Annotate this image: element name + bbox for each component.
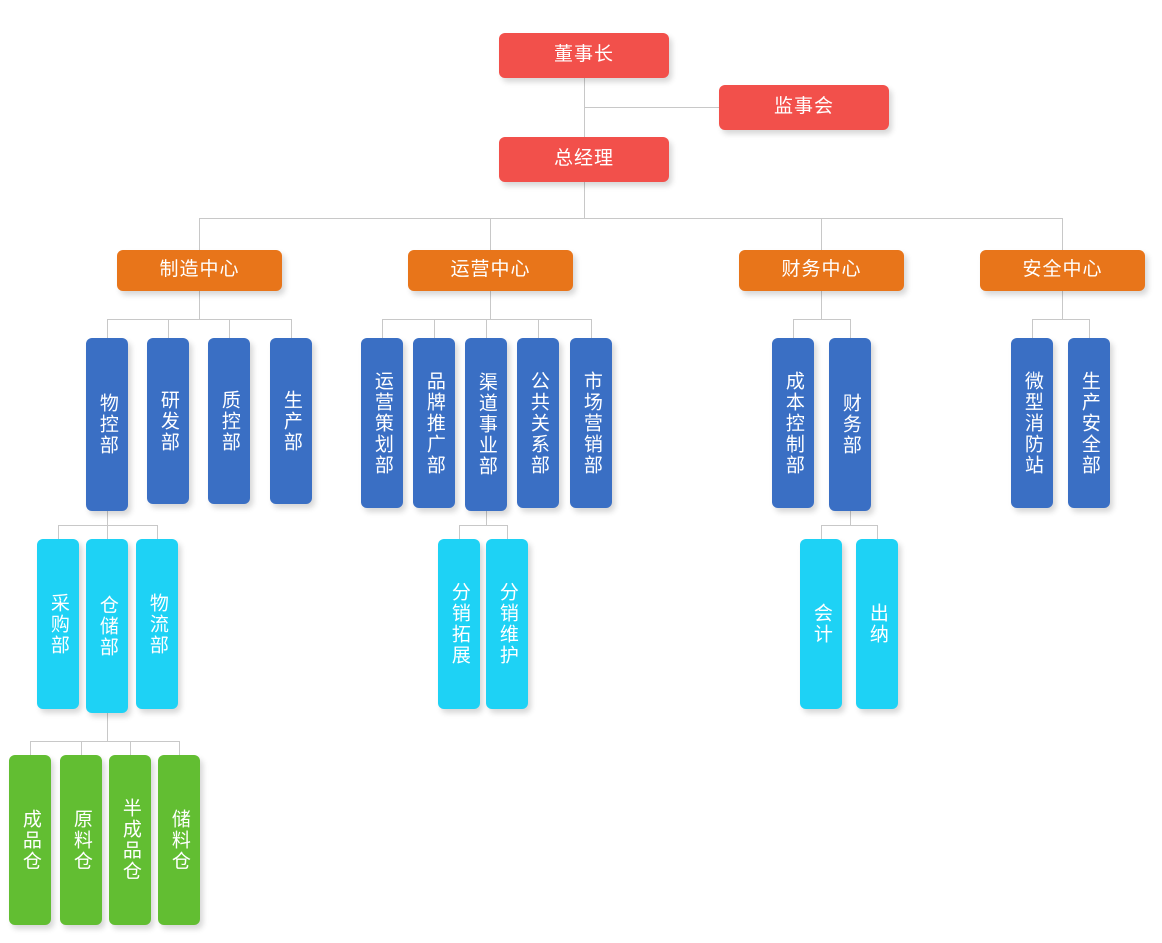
connector-material-control-down xyxy=(107,511,108,525)
node-dept-finance[interactable]: 财务部 xyxy=(829,338,871,511)
connector-ops-dept-5 xyxy=(591,319,592,338)
node-subunit-purchasing[interactable]: 采购部 xyxy=(37,539,79,709)
connector-fin-dept-1 xyxy=(793,319,794,338)
connector-fin-sub-1 xyxy=(821,525,822,539)
node-center-manufacturing[interactable]: 制造中心 xyxy=(117,250,282,291)
connector-chairman-to-gm xyxy=(584,78,585,160)
node-subunit-accounting[interactable]: 会计 xyxy=(800,539,842,709)
connector-finance-dept-down xyxy=(850,511,851,525)
connector-manufacturing-down xyxy=(199,291,200,319)
node-dept-production-safety[interactable]: 生产安全部 xyxy=(1068,338,1110,508)
connector-mc-sub-3 xyxy=(157,525,158,539)
node-subunit-logistics[interactable]: 物流部 xyxy=(136,539,178,709)
connector-manufacturing-bus xyxy=(107,319,292,320)
connector-mfg-dept-1 xyxy=(107,319,108,338)
connector-fin-sub-2 xyxy=(877,525,878,539)
connector-bus-to-center-1 xyxy=(199,218,200,250)
connector-ops-dept-1 xyxy=(382,319,383,338)
connector-warehouse-bus xyxy=(30,741,179,742)
connector-ops-dept-2 xyxy=(434,319,435,338)
node-dept-public-relations[interactable]: 公共关系部 xyxy=(517,338,559,508)
node-dept-quality-control[interactable]: 质控部 xyxy=(208,338,250,504)
node-dept-micro-fire-station[interactable]: 微型消防站 xyxy=(1011,338,1053,508)
node-dept-operations-planning[interactable]: 运营策划部 xyxy=(361,338,403,508)
node-dept-rnd[interactable]: 研发部 xyxy=(147,338,189,504)
connector-wh-4 xyxy=(179,741,180,755)
connector-operations-down xyxy=(490,291,491,319)
connector-safety-dept-1 xyxy=(1032,319,1033,338)
connector-center-bus xyxy=(199,218,1062,219)
connector-ch-sub-1 xyxy=(459,525,460,539)
node-dept-production[interactable]: 生产部 xyxy=(270,338,312,504)
connector-mfg-dept-2 xyxy=(168,319,169,338)
node-dept-material-control[interactable]: 物控部 xyxy=(86,338,128,511)
connector-bus-to-center-3 xyxy=(821,218,822,250)
connector-ch-sub-2 xyxy=(507,525,508,539)
connector-wh-1 xyxy=(30,741,31,755)
node-warehouse-semi-finished[interactable]: 半成品仓 xyxy=(109,755,151,925)
node-center-finance[interactable]: 财务中心 xyxy=(739,250,904,291)
node-subunit-distribution-expansion[interactable]: 分销拓展 xyxy=(438,539,480,709)
node-dept-cost-control[interactable]: 成本控制部 xyxy=(772,338,814,508)
connector-channel-down xyxy=(486,511,487,525)
connector-safety-bus xyxy=(1032,319,1089,320)
node-supervisory-board[interactable]: 监事会 xyxy=(719,85,889,130)
connector-safety-dept-2 xyxy=(1089,319,1090,338)
node-warehouse-storage-material[interactable]: 储料仓 xyxy=(158,755,200,925)
connector-finance-sub-bus xyxy=(821,525,877,526)
node-dept-brand-promotion[interactable]: 品牌推广部 xyxy=(413,338,455,508)
connector-storage-down xyxy=(107,713,108,741)
connector-bus-to-center-4 xyxy=(1062,218,1063,250)
node-center-operations[interactable]: 运营中心 xyxy=(408,250,573,291)
connector-finance-bus xyxy=(793,319,850,320)
connector-bus-to-center-2 xyxy=(490,218,491,250)
node-dept-marketing[interactable]: 市场营销部 xyxy=(570,338,612,508)
connector-channel-bus xyxy=(459,525,507,526)
connector-mfg-dept-4 xyxy=(291,319,292,338)
node-general-manager[interactable]: 总经理 xyxy=(499,137,669,182)
node-dept-channel-business[interactable]: 渠道事业部 xyxy=(465,338,507,511)
node-subunit-distribution-maintenance[interactable]: 分销维护 xyxy=(486,539,528,709)
connector-finance-down xyxy=(821,291,822,319)
node-chairman[interactable]: 董事长 xyxy=(499,33,669,78)
connector-wh-2 xyxy=(81,741,82,755)
connector-mfg-dept-3 xyxy=(229,319,230,338)
connector-wh-3 xyxy=(130,741,131,755)
node-warehouse-finished-goods[interactable]: 成品仓 xyxy=(9,755,51,925)
node-center-safety[interactable]: 安全中心 xyxy=(980,250,1145,291)
connector-safety-down xyxy=(1062,291,1063,319)
connector-chairman-to-supervisory xyxy=(584,107,720,108)
connector-gm-down xyxy=(584,182,585,218)
node-warehouse-raw-material[interactable]: 原料仓 xyxy=(60,755,102,925)
node-subunit-storage[interactable]: 仓储部 xyxy=(86,539,128,713)
connector-ops-dept-3 xyxy=(486,319,487,338)
connector-fin-dept-2 xyxy=(850,319,851,338)
connector-mc-sub-2 xyxy=(107,525,108,539)
connector-ops-dept-4 xyxy=(538,319,539,338)
node-subunit-cashier[interactable]: 出纳 xyxy=(856,539,898,709)
connector-mc-sub-1 xyxy=(58,525,59,539)
